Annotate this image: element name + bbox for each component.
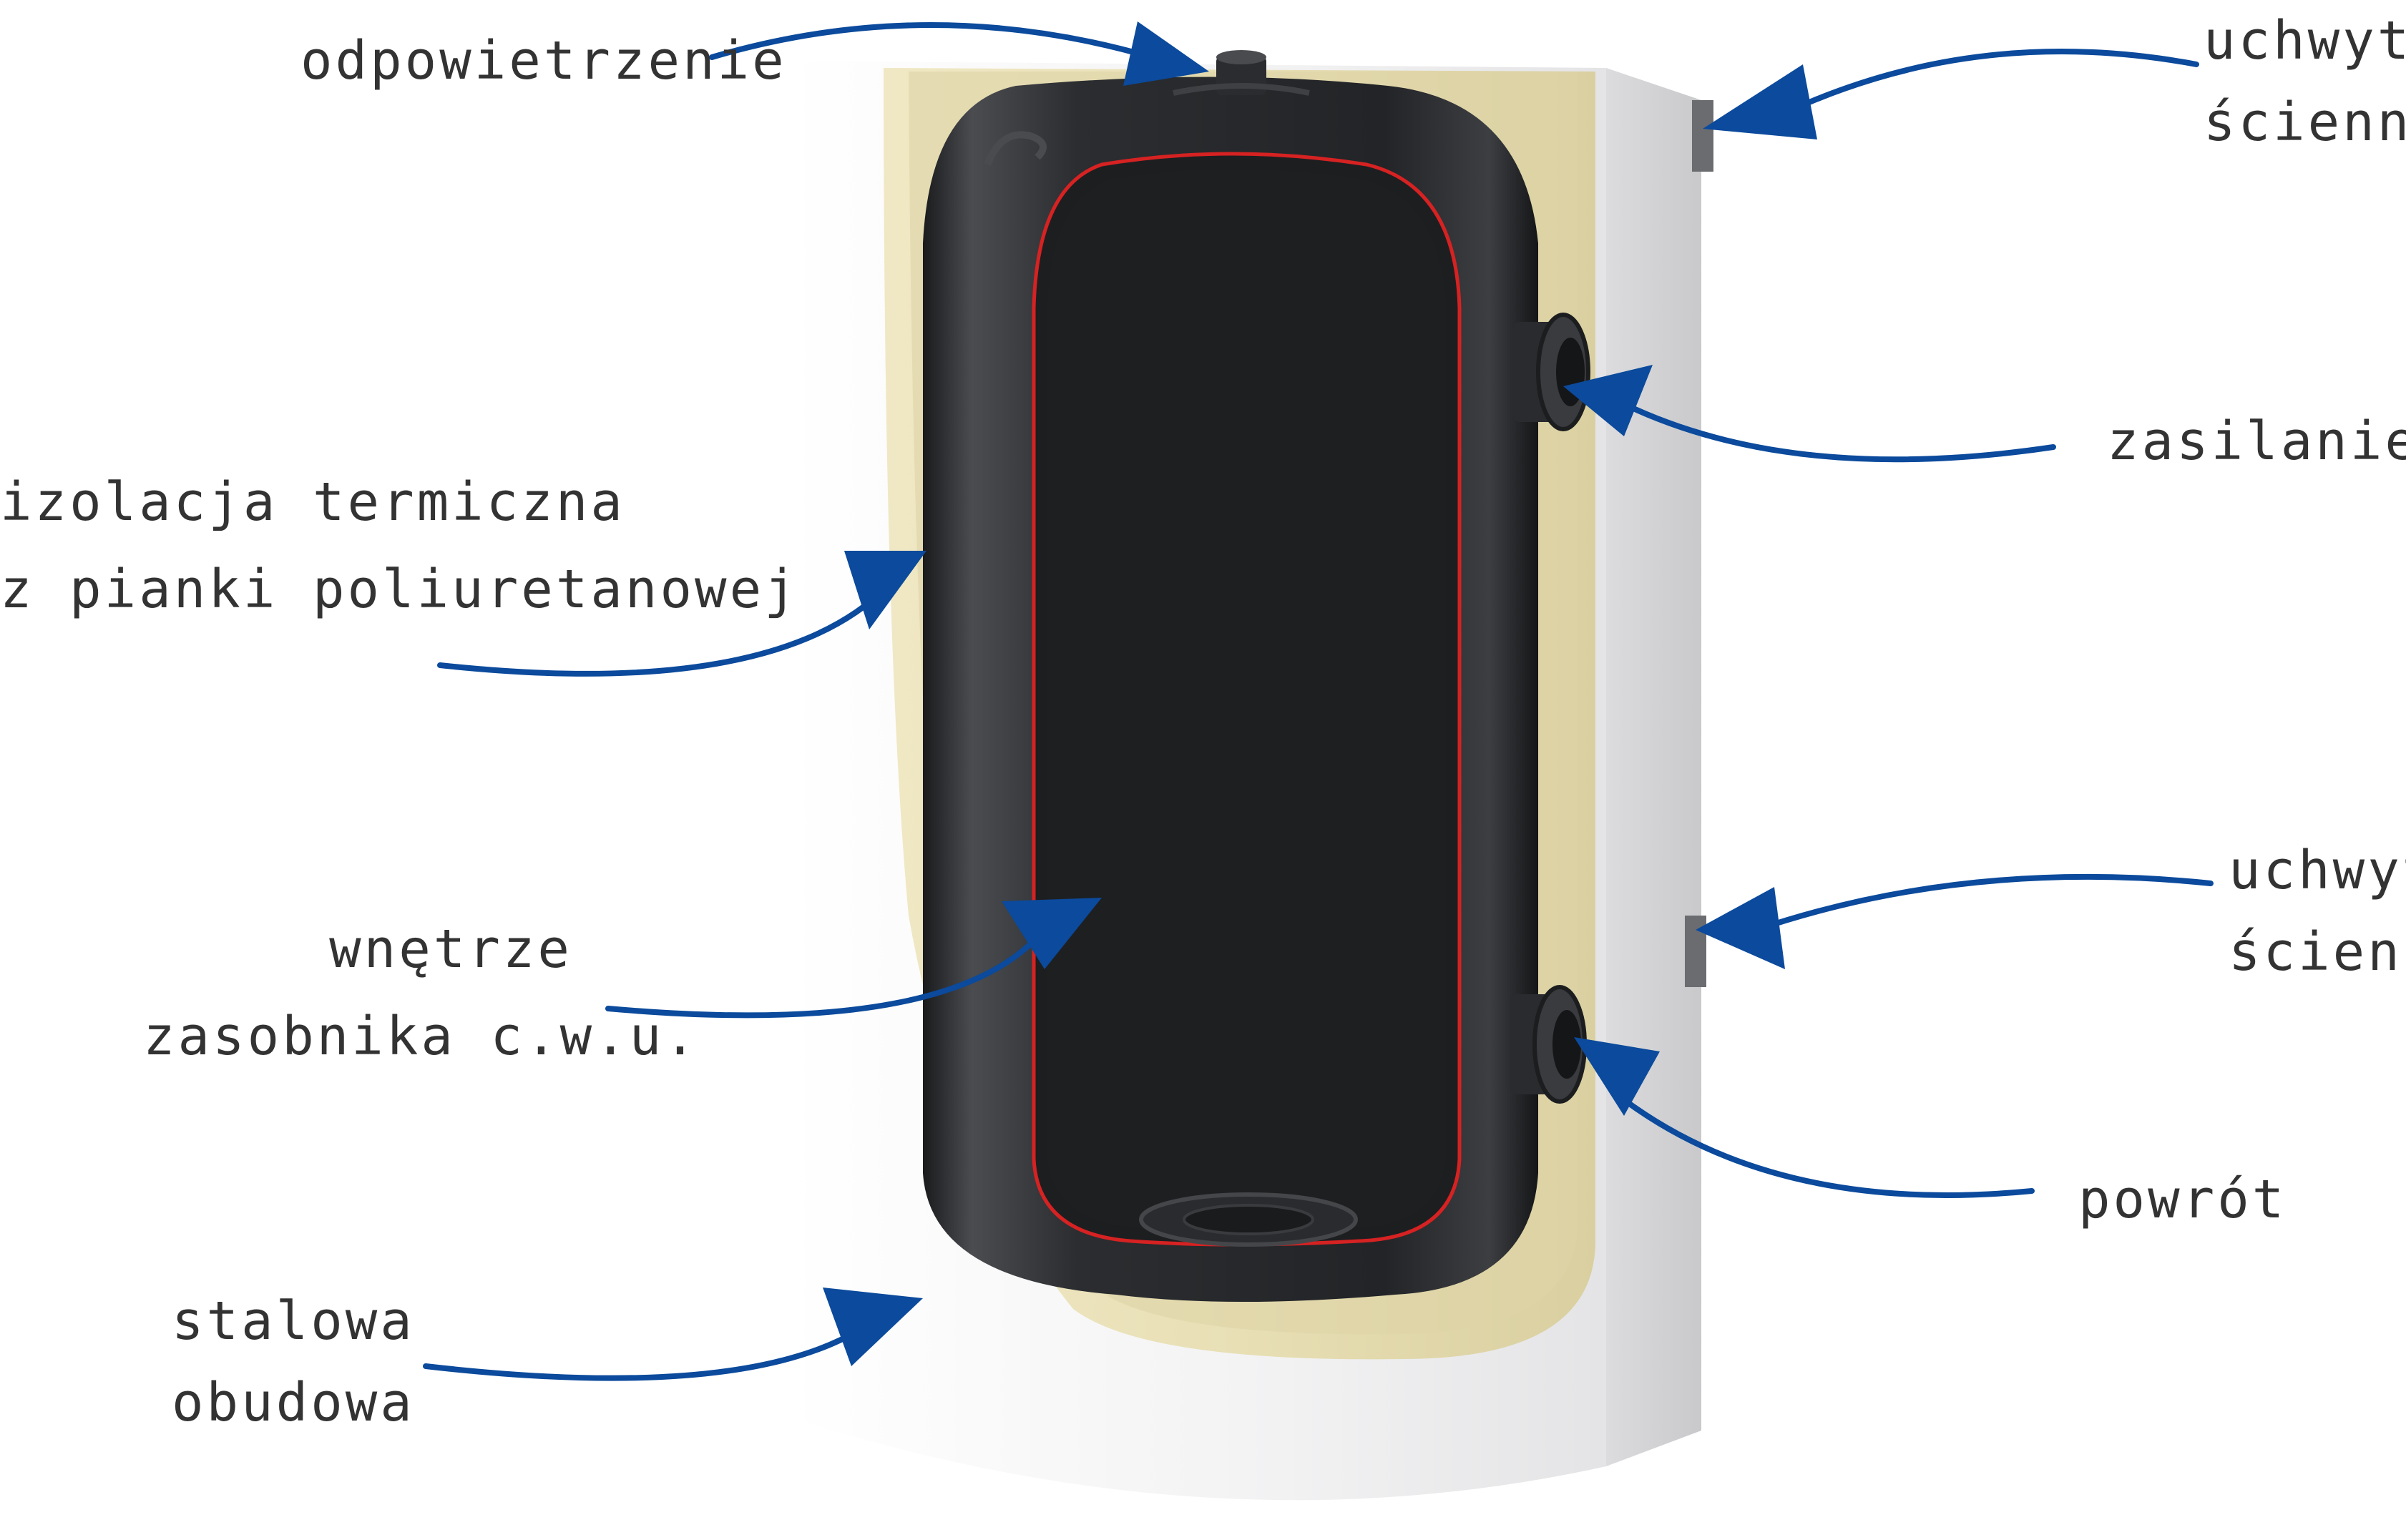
arrow-vent xyxy=(709,22,1155,60)
arrowhead-supply xyxy=(1563,365,1653,436)
label-wall-mount-top-line1: uchwyt xyxy=(2204,10,2406,72)
label-return: powrót xyxy=(2078,1169,2287,1230)
label-insulation-line2: z pianki poliuretanowej xyxy=(0,559,799,620)
label-wall-mount-bottom-line1: uchwyt xyxy=(2229,840,2406,901)
arrow-wall-mount-top xyxy=(1764,49,2199,124)
arrowhead-interior xyxy=(1002,898,1102,969)
label-insulation-line1: izolacja termiczna xyxy=(0,471,625,533)
label-insulation: izolacja termiczna z pianki poliuretanow… xyxy=(0,471,799,620)
arrow-interior xyxy=(605,941,1033,1019)
label-interior-line2: zasobnika c.w.u. xyxy=(143,1006,699,1067)
arrowhead-return xyxy=(1574,1037,1660,1116)
tank-interior xyxy=(1047,169,1447,1231)
return-connector xyxy=(1510,985,1587,1104)
label-casing-line2: obudowa xyxy=(172,1372,415,1433)
arrowhead-casing xyxy=(823,1288,923,1366)
supply-connector xyxy=(1513,313,1590,431)
arrowhead-vent xyxy=(1123,21,1209,86)
arrow-wall-mount-bottom xyxy=(1754,873,2214,933)
arrowhead-insulation xyxy=(844,551,926,629)
label-interior-line1: wnętrze xyxy=(329,918,572,980)
label-interior: wnętrze zasobnika c.w.u. xyxy=(143,918,699,1067)
wall-bracket-top xyxy=(1692,100,1713,172)
label-wall-mount-top-line2: ścienny xyxy=(2204,92,2406,153)
arrow-insulation xyxy=(437,584,890,677)
arrow-supply xyxy=(1614,398,2056,463)
label-supply: zasilanie xyxy=(2107,411,2406,472)
label-wall-mount-bottom: uchwyt ścienny xyxy=(2229,840,2406,983)
label-wall-mount-bottom-line2: ścienny xyxy=(2229,921,2406,983)
label-vent: odpowietrzenie xyxy=(300,30,787,92)
arrowhead-wall-mount-top xyxy=(1703,64,1817,139)
label-casing-line1: stalowa xyxy=(172,1290,415,1352)
lifting-hook xyxy=(984,131,1047,166)
arrow-casing xyxy=(423,1328,861,1381)
label-wall-mount-top: uchwyt ścienny xyxy=(2204,10,2406,153)
arrow-return xyxy=(1614,1092,2035,1198)
label-casing: stalowa obudowa xyxy=(172,1290,415,1433)
arrowhead-wall-mount-bottom xyxy=(1696,887,1785,969)
casing-side-panel xyxy=(1606,68,1701,1466)
